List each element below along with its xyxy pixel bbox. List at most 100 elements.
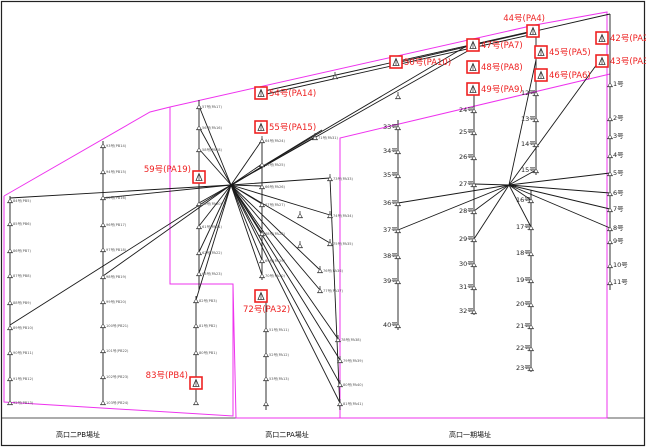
turbine-node xyxy=(528,344,534,352)
turbine-small-label: 79号(PA39) xyxy=(343,358,364,363)
turbine-label: 16号 xyxy=(516,196,531,204)
turbine-node xyxy=(533,140,539,148)
turbine-node xyxy=(263,374,269,382)
highlighted-turbine-43 xyxy=(595,54,609,68)
turbine-small-label: 81号(PB2) xyxy=(199,323,217,328)
highlighted-label-43: 43号(PA3 xyxy=(610,57,646,67)
turbine-small-label: 61号(PA21) xyxy=(202,224,223,229)
turbine-label: 35号 xyxy=(383,171,398,179)
phase1-feeder-8 xyxy=(508,184,611,194)
turbine-node xyxy=(196,269,202,277)
turbine-node xyxy=(263,350,269,358)
pa-feeder-17 xyxy=(230,184,331,244)
pa-feeder-23 xyxy=(230,184,341,404)
turbine-node xyxy=(7,323,13,331)
pa-feeder-1 xyxy=(198,126,232,186)
highlighted-label-44: 44号(PA4) xyxy=(503,14,545,24)
highlighted-label-45: 45号(PA5) xyxy=(549,48,591,58)
pb-feeder-4 xyxy=(102,184,232,277)
boundary-pa xyxy=(232,283,340,419)
turbine-small-label: 52号(PA12) xyxy=(269,352,290,357)
turbine-node xyxy=(317,286,323,294)
turbine-small-label: 93号(PB14) xyxy=(106,143,127,148)
turbine-small-label: 51号(PA11) xyxy=(269,327,290,332)
turbine-node xyxy=(196,248,202,256)
turbine-small-label: 53号(PA13) xyxy=(269,376,290,381)
turbine-node xyxy=(607,151,613,159)
turbine-small-label: 90号(PB11) xyxy=(13,350,34,355)
turbine-node xyxy=(100,245,106,253)
turbine-label: 27号 xyxy=(459,180,474,188)
turbine-node xyxy=(100,297,106,305)
highlighted-label-50: 50号(PA10) xyxy=(404,58,451,68)
highlighted-turbine-45 xyxy=(534,45,548,59)
turbine-small-label: 97号(PB18) xyxy=(106,247,127,252)
pa-top-feeder-5 xyxy=(399,13,611,63)
turbine-node xyxy=(259,256,265,264)
turbine-label: 22号 xyxy=(516,344,531,352)
turbine-label: 21号 xyxy=(516,322,531,330)
turbine-label: 25号 xyxy=(459,128,474,136)
pa-feeder-20 xyxy=(230,184,339,340)
pa-feeder-9 xyxy=(230,184,263,187)
turbine-node xyxy=(528,196,534,204)
turbine-node xyxy=(263,325,269,333)
turbine-label: 39号 xyxy=(383,277,398,285)
turbine-node xyxy=(7,348,13,356)
turbine-label: 4号 xyxy=(613,151,624,159)
turbine-small-label: 71号(PA31) xyxy=(318,135,339,140)
turbine-node xyxy=(263,399,269,407)
highlighted-turbine-72 xyxy=(254,289,268,303)
highlighted-label-49: 49号(PA9) xyxy=(481,85,523,95)
turbine-node xyxy=(100,272,106,280)
turbine-small-label: 101号(PB22) xyxy=(106,348,129,353)
turbine-small-label: 58号(PA18) xyxy=(202,147,223,152)
turbine-node xyxy=(533,89,539,97)
turbine-small-label: 73号(PA33) xyxy=(333,176,354,181)
turbine-label: 36号 xyxy=(383,199,398,207)
pb-feeder-5 xyxy=(195,184,232,301)
turbine-node xyxy=(317,266,323,274)
turbine-node xyxy=(395,147,401,155)
highlighted-label-72: 72号(PA32) xyxy=(243,305,290,315)
turbine-small-label: 84号(PB5) xyxy=(13,198,31,203)
phase1-feeder-6 xyxy=(473,183,510,186)
turbine-small-label: 67号(PA27) xyxy=(265,202,286,207)
turbine-small-label: 103号(PB24) xyxy=(106,400,129,405)
turbine-node xyxy=(196,199,202,207)
turbine-node xyxy=(607,114,613,122)
turbine-node xyxy=(259,160,265,168)
turbine-node xyxy=(327,174,333,182)
pb-feeder-3 xyxy=(9,184,232,326)
turbine-label: 37号 xyxy=(383,226,398,234)
turbine-node xyxy=(395,92,401,100)
pb-feeder-1 xyxy=(9,184,232,199)
turbine-label: 7号 xyxy=(613,205,624,213)
turbine-node xyxy=(259,229,265,237)
highlighted-label-46: 46号(PA6) xyxy=(549,71,591,81)
turbine-node xyxy=(471,128,477,136)
turbine-node xyxy=(100,346,106,354)
turbine-small-label: 80号(PA40) xyxy=(343,382,364,387)
turbine-label: 29号 xyxy=(459,235,474,243)
pa-feeder-7 xyxy=(230,139,263,186)
turbine-node xyxy=(332,72,338,80)
pb-feeder-2 xyxy=(102,184,232,199)
pa-feeder-13 xyxy=(230,184,263,276)
phase1-feeder-0 xyxy=(397,184,510,204)
pa-feeder-16 xyxy=(230,184,331,216)
highlighted-turbine-83 xyxy=(189,376,203,390)
turbine-small-label: 95号(PB16) xyxy=(106,195,127,200)
pa-feeder-5 xyxy=(198,184,232,253)
highlighted-turbine-46 xyxy=(534,68,548,82)
phase1-feeder-10 xyxy=(473,184,510,240)
turbine-label: 32号 xyxy=(459,307,474,315)
turbine-small-label: 74号(PA34) xyxy=(333,213,354,218)
phase1-feeder-11 xyxy=(508,184,532,228)
turbine-node xyxy=(337,356,343,364)
turbine-small-label: 88号(PB9) xyxy=(13,300,31,305)
turbine-node xyxy=(471,260,477,268)
turbine-small-label: 100号(PB21) xyxy=(106,323,129,328)
turbine-label: 1号 xyxy=(613,80,624,88)
